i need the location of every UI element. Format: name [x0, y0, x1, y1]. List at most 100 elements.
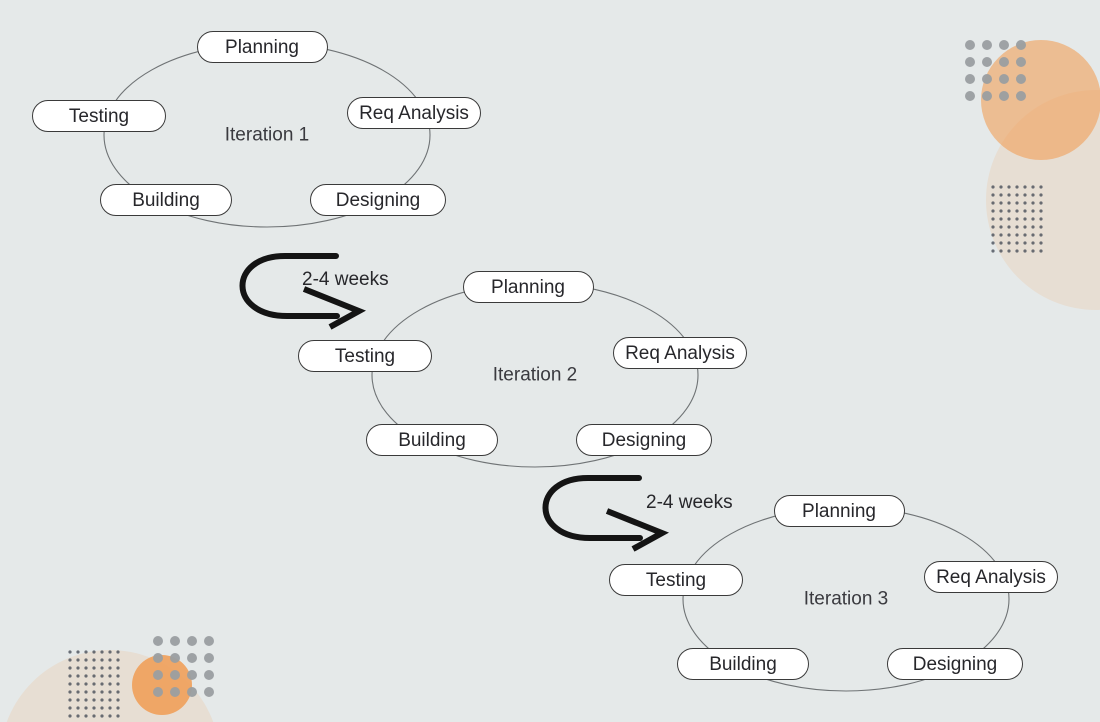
decor-dot: [108, 658, 112, 662]
decor-dot: [68, 650, 72, 654]
iteration-label-1: Iteration 1: [224, 124, 310, 146]
decor-dot: [1015, 193, 1019, 197]
decor-dot: [84, 666, 88, 670]
dot-grid-large-bottom-left: [153, 636, 214, 697]
decor-dot: [1007, 185, 1011, 189]
decor-dot: [68, 658, 72, 662]
decor-dot: [965, 91, 975, 101]
decor-dot: [100, 682, 104, 686]
decor-dot: [991, 209, 995, 213]
decor-dot: [1023, 209, 1027, 213]
decor-dot: [116, 714, 120, 718]
decor-dot: [1023, 217, 1027, 221]
decor-dot: [92, 698, 96, 702]
decor-dot: [1039, 185, 1043, 189]
decor-dot: [1031, 233, 1035, 237]
decor-bottom-left-group: [6, 636, 214, 722]
node-planning-iteration-1[interactable]: Planning: [196, 31, 328, 63]
node-building-iteration-2[interactable]: Building: [366, 424, 498, 456]
decor-dot: [999, 57, 1009, 67]
node-testing-iteration-3[interactable]: Testing: [609, 564, 743, 596]
decor-dot: [108, 650, 112, 654]
decor-dot: [1031, 241, 1035, 245]
node-building-iteration-3[interactable]: Building: [677, 648, 809, 680]
decor-dot: [1031, 209, 1035, 213]
decor-dot: [991, 185, 995, 189]
decor-dot: [116, 658, 120, 662]
decor-dot: [991, 193, 995, 197]
arrow-curve: [239, 253, 340, 319]
node-designing-iteration-3[interactable]: Designing: [887, 648, 1023, 680]
node-req-analysis-iteration-1[interactable]: Req Analysis: [347, 97, 481, 129]
node-planning-iteration-2[interactable]: Planning: [462, 271, 594, 303]
decor-dot: [116, 690, 120, 694]
decor-dot: [1031, 225, 1035, 229]
decor-dot: [187, 670, 197, 680]
decor-dot: [999, 193, 1003, 197]
iteration-label-3: Iteration 3: [803, 588, 889, 610]
decor-dot: [204, 670, 214, 680]
decor-dot: [92, 682, 96, 686]
decor-dot: [1007, 193, 1011, 197]
decor-dot: [76, 698, 80, 702]
decor-dot: [84, 674, 88, 678]
decor-dot: [999, 249, 1003, 253]
dot-grid-large-top-right: [965, 40, 1026, 101]
decor-dot: [999, 74, 1009, 84]
decor-dot: [1023, 201, 1027, 205]
node-req-analysis-iteration-3[interactable]: Req Analysis: [924, 561, 1058, 593]
node-designing-iteration-1[interactable]: Designing: [310, 184, 446, 216]
decor-dot: [68, 674, 72, 678]
decor-dot: [100, 690, 104, 694]
decor-dot: [68, 666, 72, 670]
decor-dot: [991, 249, 995, 253]
decor-dot: [100, 714, 104, 718]
transition-label-transition-2-to-3: 2-4 weeks: [646, 492, 733, 513]
decor-dot: [991, 225, 995, 229]
decor-dot: [170, 636, 180, 646]
decor-dot: [116, 698, 120, 702]
node-testing-iteration-2[interactable]: Testing: [298, 340, 432, 372]
decor-dot: [1007, 209, 1011, 213]
decor-dot: [1007, 233, 1011, 237]
node-planning-iteration-3[interactable]: Planning: [773, 495, 905, 527]
decor-dot: [170, 653, 180, 663]
node-building-iteration-1[interactable]: Building: [100, 184, 232, 216]
decor-dot: [1023, 249, 1027, 253]
decor-dot: [84, 682, 88, 686]
decor-dot: [76, 658, 80, 662]
dot-grid-small-bottom-left: [68, 650, 120, 718]
decor-dot: [1015, 217, 1019, 221]
decor-dot: [92, 706, 96, 710]
node-req-analysis-iteration-2[interactable]: Req Analysis: [613, 337, 747, 369]
decor-dot: [982, 91, 992, 101]
decor-dot: [187, 636, 197, 646]
decor-dot: [1023, 233, 1027, 237]
decor-dot: [116, 666, 120, 670]
decor-dot: [68, 682, 72, 686]
decor-dot: [116, 674, 120, 678]
decor-dot: [1039, 249, 1043, 253]
decor-dot: [153, 670, 163, 680]
decor-dot: [76, 682, 80, 686]
decor-dot: [108, 698, 112, 702]
decor-dot: [204, 687, 214, 697]
decor-dot: [1016, 91, 1026, 101]
decor-dot: [108, 690, 112, 694]
decor-dot: [999, 185, 1003, 189]
decor-dot: [991, 201, 995, 205]
decor-dot: [76, 706, 80, 710]
decor-dot: [92, 658, 96, 662]
decor-dot: [965, 74, 975, 84]
iteration-label-2: Iteration 2: [492, 364, 578, 386]
decor-dot: [991, 241, 995, 245]
decor-dot: [1015, 233, 1019, 237]
node-testing-iteration-1[interactable]: Testing: [32, 100, 166, 132]
decor-dot: [999, 91, 1009, 101]
decor-dot: [965, 57, 975, 67]
decor-dot: [170, 670, 180, 680]
node-designing-iteration-2[interactable]: Designing: [576, 424, 712, 456]
transition-label-transition-1-to-2: 2-4 weeks: [302, 269, 389, 290]
decor-dot: [1015, 209, 1019, 213]
decor-dot: [1039, 225, 1043, 229]
